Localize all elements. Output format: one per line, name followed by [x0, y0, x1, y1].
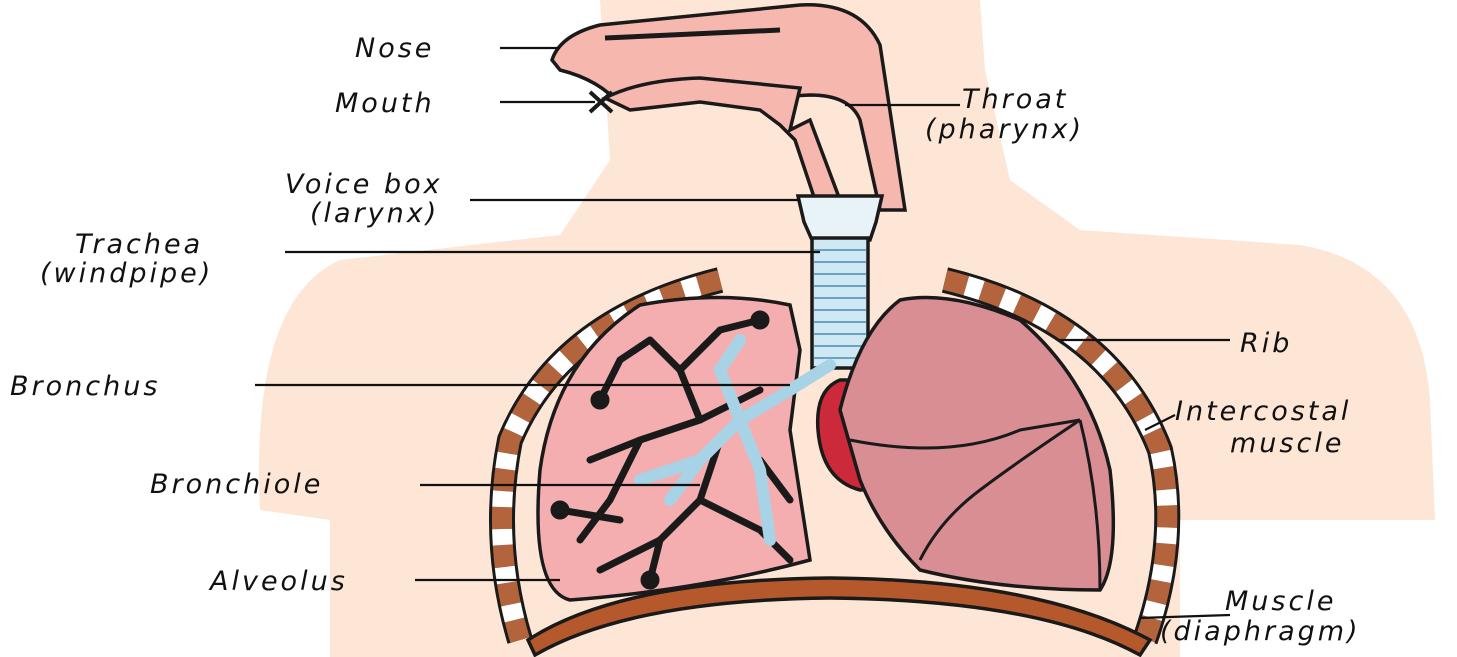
trachea-tube: [812, 238, 868, 368]
label-bronchus: Bronchus: [10, 371, 160, 402]
label-intercostal-1: Intercostal: [1175, 396, 1351, 427]
label-rib: Rib: [1240, 328, 1292, 359]
label-trachea-2: (windpipe): [40, 258, 213, 289]
label-voice-box-1: Voice box: [285, 169, 443, 200]
label-throat-1: Throat: [962, 84, 1068, 115]
label-intercostal-2: muscle: [1230, 428, 1344, 459]
label-muscle-1: Muscle: [1225, 586, 1336, 617]
label-trachea-1: Trachea: [75, 229, 203, 260]
label-nose: Nose: [355, 33, 434, 64]
larynx: [798, 196, 882, 240]
trachea: [812, 238, 868, 368]
label-throat-2: (pharynx): [925, 114, 1084, 145]
label-muscle-2: (diaphragm): [1160, 616, 1361, 647]
label-alveolus: Alveolus: [208, 566, 348, 597]
label-mouth: Mouth: [335, 88, 435, 119]
label-voice-box-2: (larynx): [310, 198, 439, 229]
label-bronchiole: Bronchiole: [150, 469, 323, 500]
